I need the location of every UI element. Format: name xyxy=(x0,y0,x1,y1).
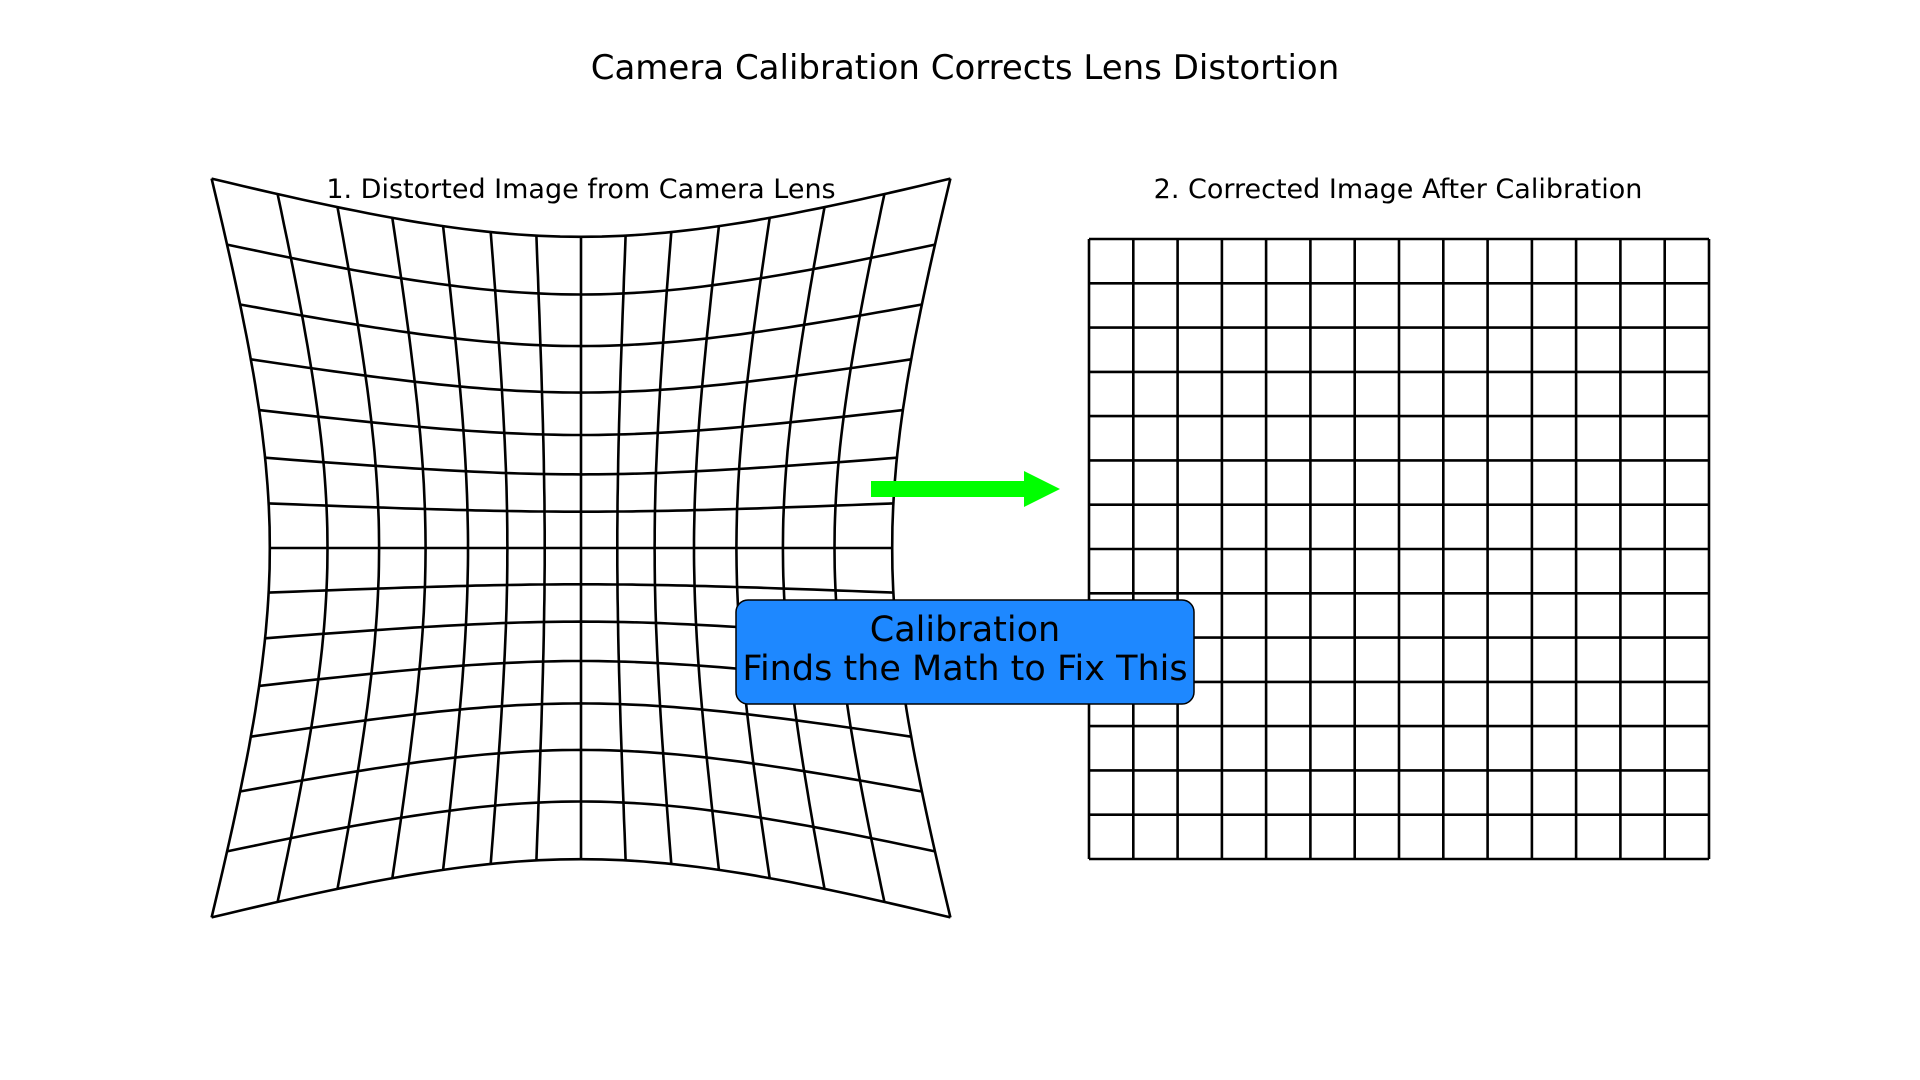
distorted-grid-line-horizontal xyxy=(239,748,923,793)
corrected-panel-title: 2. Corrected Image After Calibration xyxy=(1154,174,1643,205)
corrected-grid xyxy=(1087,237,1711,861)
callout-line-1: Calibration xyxy=(870,610,1060,650)
distorted-grid-line-horizontal xyxy=(211,857,951,919)
distorted-grid-line-vertical xyxy=(616,235,627,861)
distorted-grid-line-vertical xyxy=(210,178,272,918)
distorted-grid-line-vertical xyxy=(735,217,771,879)
callout-line-2: Finds the Math to Fix This xyxy=(742,649,1187,689)
callout-box xyxy=(735,599,1195,705)
distorted-panel-title: 1. Distorted Image from Camera Lens xyxy=(326,174,835,205)
distorted-grid-line-vertical xyxy=(653,231,673,865)
diagram-title: Camera Calibration Corrects Lens Distort… xyxy=(591,48,1340,88)
distorted-grid-line-vertical xyxy=(833,193,886,903)
distorted-grid-line-horizontal xyxy=(250,702,912,738)
distorted-grid-line-vertical xyxy=(890,178,952,918)
distorted-grid xyxy=(210,177,952,919)
right-arrow-icon xyxy=(871,471,1060,507)
distorted-grid-line-horizontal xyxy=(226,800,936,853)
calibration-callout: Calibration Finds the Math to Fix This xyxy=(735,599,1195,705)
distorted-grid-line-vertical xyxy=(781,206,826,890)
distorted-grid-line-horizontal xyxy=(268,583,894,594)
distorted-grid-line-vertical xyxy=(692,225,721,871)
